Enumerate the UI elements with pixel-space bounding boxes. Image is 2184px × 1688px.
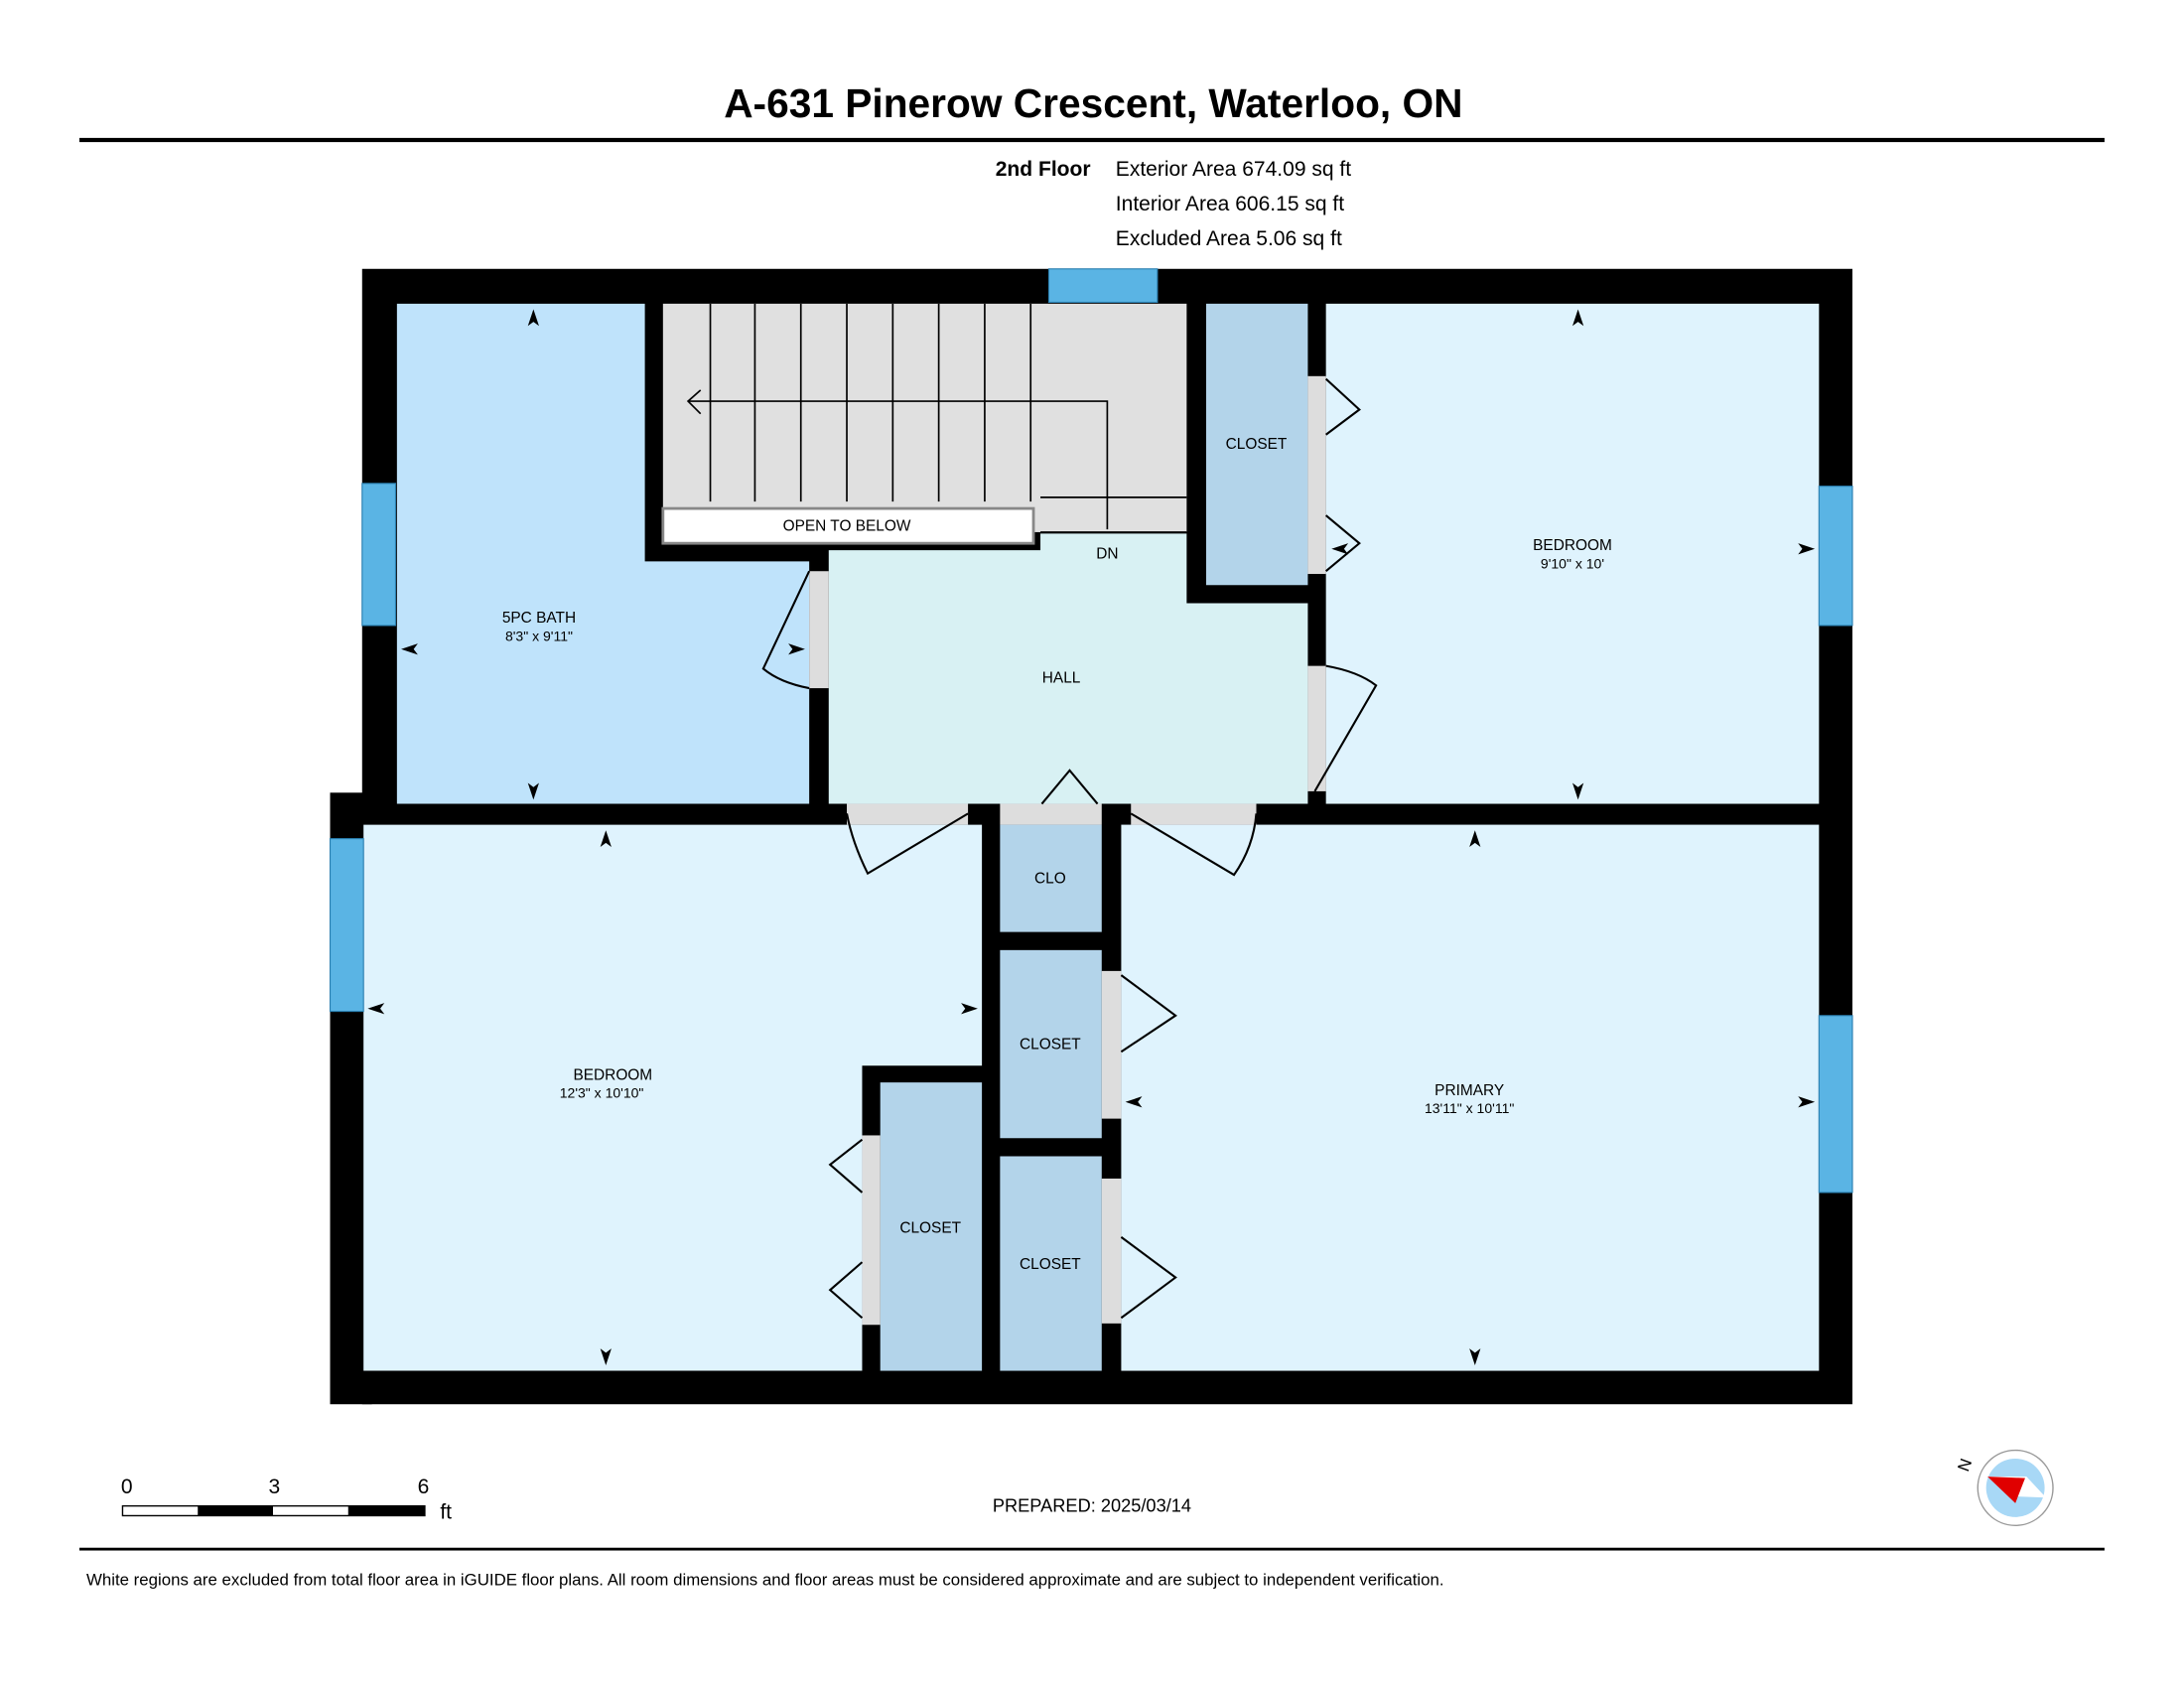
bedroom-left-label: BEDROOM bbox=[573, 1066, 652, 1083]
prepared-date: PREPARED: 2025/03/14 bbox=[993, 1494, 1191, 1515]
stairs-down-label: DN bbox=[1096, 546, 1118, 563]
room-clo bbox=[1000, 824, 1102, 932]
scale-label-6: 6 bbox=[418, 1476, 430, 1498]
primary-label: PRIMARY bbox=[1434, 1082, 1504, 1099]
room-bath bbox=[396, 303, 810, 804]
room-primary bbox=[1121, 824, 1820, 1371]
primary-dims: 13'11" x 10'11" bbox=[1425, 1100, 1514, 1116]
scale-bar: 0 3 6 ft bbox=[121, 1476, 452, 1523]
compass-icon: N bbox=[1954, 1449, 2054, 1526]
scale-label-3: 3 bbox=[269, 1476, 281, 1498]
room-bedroom-left bbox=[363, 824, 983, 1371]
open-to-below-label: OPEN TO BELOW bbox=[783, 518, 911, 535]
door-swings bbox=[761, 377, 1378, 1320]
interior-area: Interior Area 606.15 sq ft bbox=[1116, 193, 1344, 215]
hall-label: HALL bbox=[1042, 669, 1081, 686]
bedroom-right-dims: 9'10" x 10' bbox=[1541, 555, 1604, 571]
room-bedroom-right bbox=[1325, 303, 1820, 804]
header-rule bbox=[78, 137, 2105, 143]
page-title: A-631 Pinerow Crescent, Waterloo, ON bbox=[724, 80, 1462, 126]
room-closet-mid bbox=[1000, 949, 1102, 1139]
closet-top-label: CLOSET bbox=[1226, 436, 1288, 453]
room-closet-left bbox=[880, 1082, 983, 1371]
room-closet-low bbox=[1000, 1156, 1102, 1371]
door-openings bbox=[809, 375, 1326, 1326]
bedroom-left-dims: 12'3" x 10'10" bbox=[560, 1085, 644, 1101]
clo-label: CLO bbox=[1034, 871, 1066, 888]
floor-name: 2nd Floor bbox=[996, 158, 1091, 181]
closet-left-label: CLOSET bbox=[899, 1220, 961, 1237]
dimension-markers bbox=[367, 309, 1816, 1365]
excluded-area: Excluded Area 5.06 sq ft bbox=[1116, 227, 1342, 250]
room-closet-top bbox=[1205, 303, 1308, 586]
scale-unit: ft bbox=[440, 1500, 452, 1523]
bath-label: 5PC BATH bbox=[502, 610, 576, 627]
room-hall bbox=[828, 533, 1308, 804]
bedroom-right-label: BEDROOM bbox=[1533, 537, 1612, 554]
open-to-below bbox=[661, 506, 1035, 545]
closet-low-label: CLOSET bbox=[1020, 1256, 1081, 1273]
stairs bbox=[662, 303, 1187, 533]
scale-label-0: 0 bbox=[121, 1476, 133, 1498]
closet-mid-label: CLOSET bbox=[1020, 1036, 1081, 1053]
windows bbox=[329, 268, 1853, 1194]
exterior-area: Exterior Area 674.09 sq ft bbox=[1116, 158, 1351, 181]
footer-disclaimer: White regions are excluded from total fl… bbox=[86, 1571, 1444, 1590]
bath-dims: 8'3" x 9'11" bbox=[505, 628, 573, 643]
compass-north-label: N bbox=[1954, 1456, 1976, 1474]
footer-rule bbox=[78, 1547, 2105, 1551]
